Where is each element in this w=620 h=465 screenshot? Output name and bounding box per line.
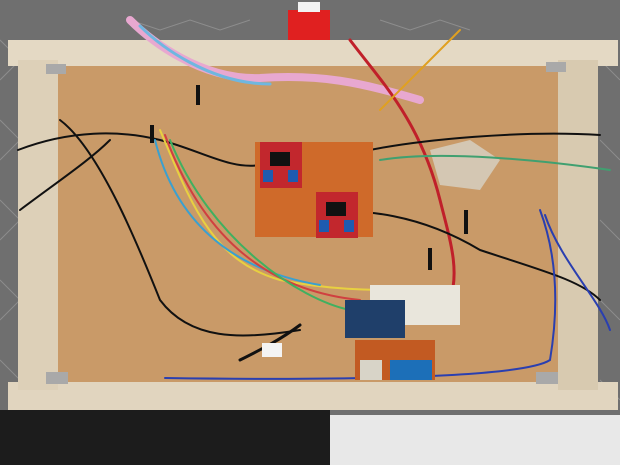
metal-brackets [46, 62, 566, 384]
red-component-box [288, 10, 330, 40]
floor-light [330, 415, 620, 465]
microcontroller-blue [390, 360, 432, 380]
motor-driver-right [316, 192, 358, 238]
cable-ties [150, 85, 468, 270]
motor-driver-left [260, 142, 302, 188]
floor-dark [0, 410, 330, 465]
white-cap [298, 2, 320, 12]
frame-bottom [8, 382, 618, 410]
frame-left [18, 60, 58, 390]
microcontroller-main [345, 300, 405, 338]
frame-top [8, 40, 618, 66]
small-module [360, 360, 382, 380]
torn-cardboard-patch [430, 140, 500, 190]
frame-right [558, 60, 598, 390]
white-terminal-block [262, 343, 282, 357]
